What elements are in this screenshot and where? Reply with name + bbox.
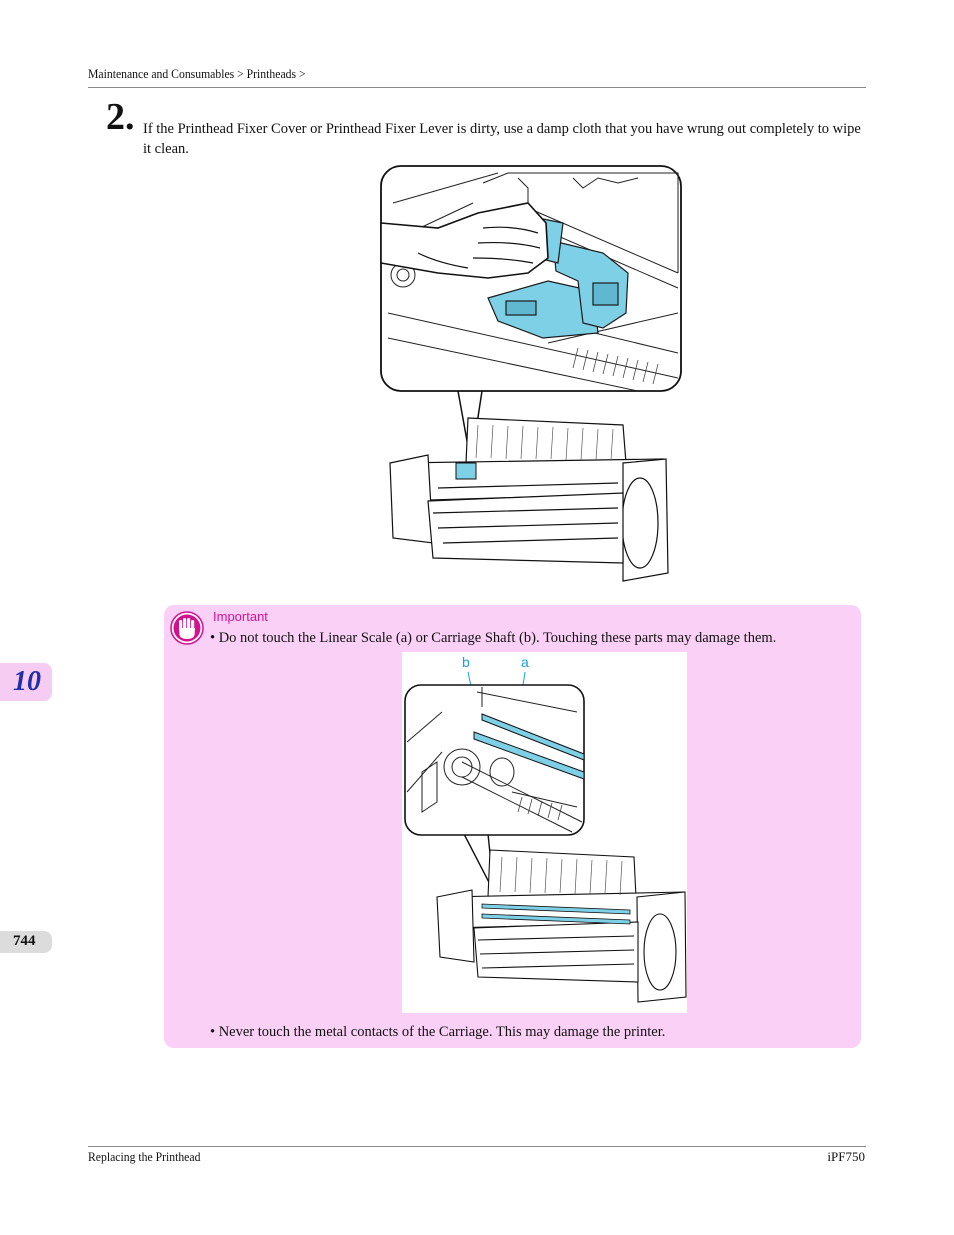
label-a: a xyxy=(521,654,529,670)
label-b: b xyxy=(462,654,470,670)
step-text: If the Printhead Fixer Cover or Printhea… xyxy=(143,121,861,157)
breadcrumb: Maintenance and Consumables > Printheads… xyxy=(88,66,306,81)
figure-linear-scale-shaft: b a xyxy=(402,652,687,1013)
bullet-mark: • xyxy=(210,1024,216,1040)
chapter-number: 10 xyxy=(13,666,41,697)
hand-stop-icon xyxy=(170,611,204,645)
footer-model-name: iPF750 xyxy=(827,1149,865,1164)
header-rule xyxy=(88,87,866,88)
chapter-tab[interactable]: 10 xyxy=(0,663,52,701)
important-item-text: Do not touch the Linear Scale (a) or Car… xyxy=(218,630,777,646)
important-item-text: Never touch the metal contacts of the Ca… xyxy=(218,1024,666,1040)
page-number: 744 xyxy=(13,933,36,949)
important-item-1: • Do not touch the Linear Scale (a) or C… xyxy=(210,629,776,647)
important-item-2: • Never touch the metal contacts of the … xyxy=(210,1023,665,1041)
footer-section-title: Replacing the Printhead xyxy=(88,1149,201,1164)
figure-wipe-printhead xyxy=(380,165,682,582)
footer-rule xyxy=(88,1146,866,1147)
page-number-tab: 744 xyxy=(0,931,52,953)
bullet-mark: • xyxy=(210,630,216,646)
important-label: Important xyxy=(213,609,268,624)
step-number: 2. xyxy=(106,96,135,138)
